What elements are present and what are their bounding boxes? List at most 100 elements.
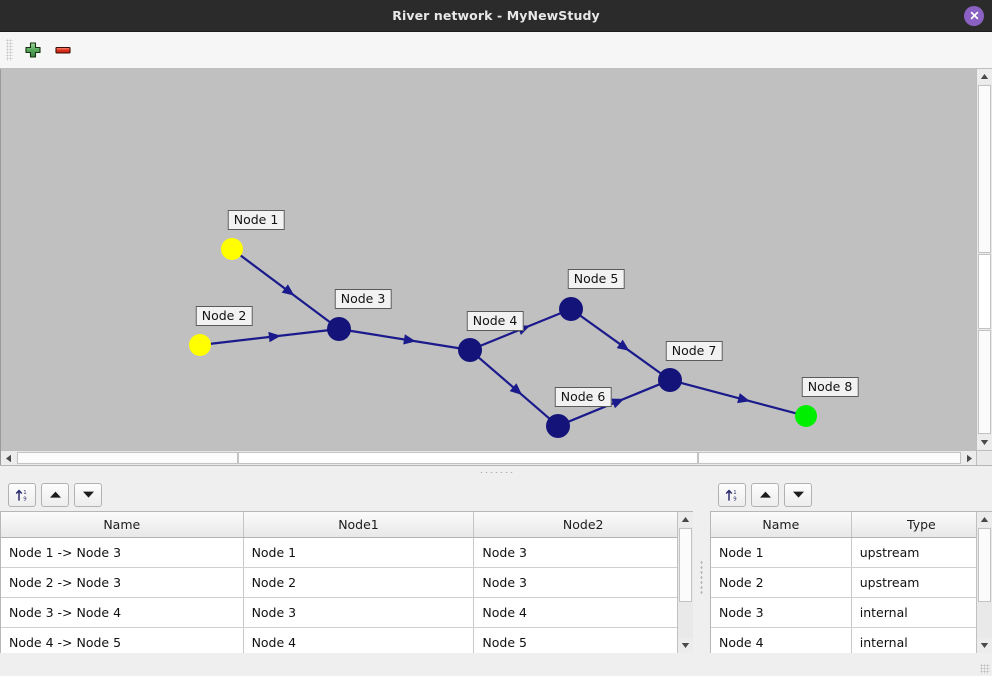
- graph-node-node-4[interactable]: [458, 338, 482, 362]
- column-header-name[interactable]: Name: [1, 512, 244, 538]
- table-cell[interactable]: Node 2: [711, 567, 852, 598]
- graph-node-node-7[interactable]: [658, 368, 682, 392]
- nodes-scroll-up-arrow-icon[interactable]: [977, 512, 992, 527]
- graph-hscroll-thumb[interactable]: [238, 452, 698, 464]
- branches-scroll-thumb[interactable]: [679, 528, 692, 602]
- svg-text:1: 1: [733, 489, 736, 495]
- network-graph-view[interactable]: Node 1 Node 2 Node 3 Node 4 Node 5 Node 6 Node…: [0, 69, 992, 465]
- column-header-name[interactable]: Name: [711, 512, 852, 538]
- arrow-up-icon[interactable]: [751, 482, 779, 507]
- table-cell[interactable]: internal: [851, 597, 992, 628]
- column-header-node2[interactable]: Node2: [473, 512, 693, 538]
- window-title: River network - MyNewStudy: [392, 8, 600, 23]
- graph-vscroll-thumb[interactable]: [978, 254, 991, 329]
- close-icon[interactable]: [964, 5, 984, 26]
- graph-node-node-2[interactable]: [189, 334, 211, 356]
- graph-edge-arrow-icon: [281, 284, 295, 296]
- vertical-splitter-grip-icon: [700, 560, 703, 594]
- column-header-node1[interactable]: Node1: [243, 512, 475, 538]
- nodes-scroll-thumb[interactable]: [978, 528, 991, 602]
- branches-toolbar: 1 9: [0, 478, 693, 511]
- table-cell[interactable]: Node 4: [243, 627, 475, 653]
- table-cell[interactable]: Node 4 -> Node 5: [1, 627, 244, 653]
- table-cell[interactable]: Node 1: [711, 537, 852, 568]
- main-toolbar: [0, 32, 992, 69]
- table-cell[interactable]: Node 4: [711, 627, 852, 653]
- vertical-splitter[interactable]: [693, 478, 710, 676]
- sort-az-icon[interactable]: 1 9: [8, 482, 36, 507]
- arrow-down-icon[interactable]: [74, 482, 102, 507]
- nodes-table-scrollbar[interactable]: [976, 512, 992, 653]
- branches-table-scrollbar[interactable]: [677, 512, 693, 653]
- graph-node-node-6[interactable]: [546, 414, 570, 438]
- table-cell[interactable]: Node 3: [473, 567, 693, 598]
- graph-node-node-1[interactable]: [221, 238, 243, 260]
- arrow-up-icon[interactable]: [41, 482, 69, 507]
- graph-node-label-node-6[interactable]: Node 6: [554, 387, 612, 407]
- graph-node-node-8[interactable]: [795, 405, 817, 427]
- table-cell[interactable]: Node 3: [243, 597, 475, 628]
- graph-node-label-node-4[interactable]: Node 4: [466, 311, 524, 331]
- scroll-left-arrow-icon[interactable]: [1, 451, 16, 465]
- table-cell[interactable]: Node 1: [243, 537, 475, 568]
- graph-vscroll-track-lower[interactable]: [978, 330, 991, 434]
- table-cell[interactable]: Node 1 -> Node 3: [1, 537, 244, 568]
- column-header-type[interactable]: Type: [851, 512, 992, 538]
- graph-node-label-node-8[interactable]: Node 8: [801, 377, 859, 397]
- table-cell[interactable]: upstream: [851, 567, 992, 598]
- sort-az-icon[interactable]: 1 9: [718, 482, 746, 507]
- graph-edges-layer: [209, 254, 797, 423]
- graph-node-label-node-1[interactable]: Node 1: [227, 210, 285, 230]
- horizontal-splitter[interactable]: [0, 465, 992, 478]
- svg-text:9: 9: [733, 496, 737, 502]
- table-cell[interactable]: Node 3: [473, 537, 693, 568]
- table-cell[interactable]: Node 4: [473, 597, 693, 628]
- nodes-scroll-down-arrow-icon[interactable]: [977, 638, 992, 653]
- toolbar-grip[interactable]: [6, 39, 13, 61]
- graph-vscroll-thumb-upper[interactable]: [978, 85, 991, 253]
- graph-node-label-node-5[interactable]: Node 5: [567, 269, 625, 289]
- table-cell[interactable]: Node 2: [243, 567, 475, 598]
- table-cell[interactable]: upstream: [851, 537, 992, 568]
- graph-node-label-node-3[interactable]: Node 3: [334, 289, 392, 309]
- minus-remove-icon[interactable]: [48, 35, 78, 65]
- graph-node-node-3[interactable]: [327, 317, 351, 341]
- scroll-right-arrow-icon[interactable]: [962, 451, 977, 465]
- table-cell[interactable]: Node 3 -> Node 4: [1, 597, 244, 628]
- table-cell[interactable]: Node 2 -> Node 3: [1, 567, 244, 598]
- graph-horizontal-scrollbar[interactable]: [1, 450, 977, 465]
- scroll-up-arrow-icon[interactable]: [977, 69, 992, 84]
- window-resize-grip-icon[interactable]: [980, 664, 990, 674]
- branches-footer: [0, 653, 693, 676]
- branches-scroll-down-arrow-icon[interactable]: [678, 638, 693, 653]
- plus-add-icon[interactable]: [18, 35, 48, 65]
- graph-canvas[interactable]: Node 1 Node 2 Node 3 Node 4 Node 5 Node 6 Node…: [1, 69, 977, 450]
- nodes-toolbar: 1 9: [710, 478, 992, 511]
- table-cell[interactable]: Node 3: [711, 597, 852, 628]
- graph-hscroll-track-right[interactable]: [698, 452, 961, 464]
- table-cell[interactable]: internal: [851, 627, 992, 653]
- scroll-down-arrow-icon[interactable]: [977, 435, 992, 450]
- table-cell[interactable]: Node 5: [473, 627, 693, 653]
- graph-node-label-node-7[interactable]: Node 7: [665, 341, 723, 361]
- arrow-down-icon[interactable]: [784, 482, 812, 507]
- branches-scroll-up-arrow-icon[interactable]: [678, 512, 693, 527]
- graph-node-node-5[interactable]: [559, 297, 583, 321]
- graph-hscroll-track-left[interactable]: [17, 452, 238, 464]
- graph-vertical-scrollbar[interactable]: [976, 69, 992, 450]
- graph-node-label-node-2[interactable]: Node 2: [195, 306, 253, 326]
- graph-edge-arrow-icon: [616, 339, 630, 351]
